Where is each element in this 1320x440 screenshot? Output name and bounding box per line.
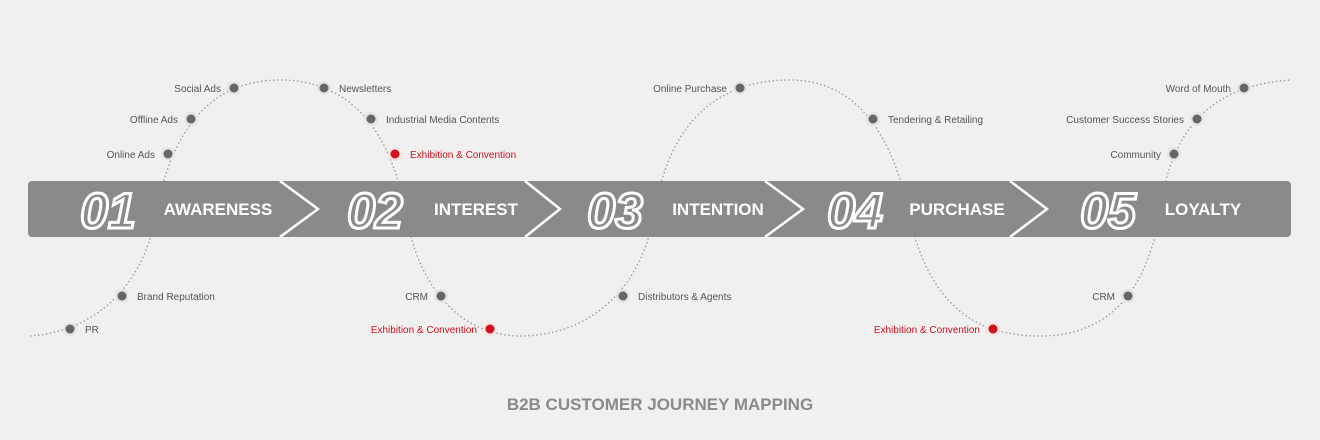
touchpoint-dot-icon: [618, 291, 628, 301]
touchpoint-dot-icon: [186, 114, 196, 124]
touchpoint-dot-icon: [1123, 291, 1133, 301]
touchpoint: Offline Ads: [130, 112, 198, 126]
touchpoint-label: Customer Success Stories: [1066, 115, 1184, 126]
stage-awareness: 01 AWARENESS: [79, 182, 273, 241]
touchpoint-label: Newsletters: [339, 84, 391, 95]
touchpoint-dot-icon: [117, 291, 127, 301]
touchpoint: Social Ads: [174, 81, 241, 95]
stage-label: AWARENESS: [164, 200, 273, 219]
stage-loyalty: 05 LOYALTY: [1079, 182, 1242, 241]
touchpoint: Exhibition & Convention: [874, 322, 1000, 336]
stage-number: 03: [587, 183, 643, 239]
touchpoint-label: Word of Mouth: [1166, 84, 1231, 95]
touchpoint-label: Social Ads: [174, 84, 221, 95]
touchpoint-dot-icon: [485, 324, 495, 334]
stage-number: 02: [347, 183, 403, 239]
stage-label: INTEREST: [434, 200, 519, 219]
touchpoint: Exhibition & Convention: [388, 147, 516, 161]
touchpoint-label: CRM: [405, 292, 428, 303]
journey-curve: [29, 79, 1291, 337]
touchpoint: Word of Mouth: [1166, 81, 1251, 95]
touchpoint: Online Ads: [107, 147, 175, 161]
touchpoint-dot-icon: [319, 83, 329, 93]
touchpoint-dot-icon: [390, 149, 400, 159]
touchpoint: Exhibition & Convention: [371, 322, 497, 336]
touchpoint-label: Tendering & Retailing: [888, 115, 983, 126]
touchpoint-dot-icon: [1169, 149, 1179, 159]
touchpoint-label: Offline Ads: [130, 115, 178, 126]
touchpoint-label: Distributors & Agents: [638, 292, 731, 303]
touchpoint-label: CRM: [1092, 292, 1115, 303]
touchpoint-dot-icon: [735, 83, 745, 93]
touchpoint: Brand Reputation: [115, 289, 215, 303]
stage-purchase: 04 PURCHASE: [826, 182, 1005, 241]
touchpoint-dot-icon: [988, 324, 998, 334]
touchpoint-dot-icon: [229, 83, 239, 93]
touchpoint-label: PR: [85, 325, 99, 336]
touchpoint: Newsletters: [317, 81, 391, 95]
touchpoint: Customer Success Stories: [1066, 112, 1204, 126]
touchpoint-label: Online Ads: [107, 150, 155, 161]
touchpoint-dot-icon: [1239, 83, 1249, 93]
stage-label: PURCHASE: [909, 200, 1004, 219]
touchpoint-label: Exhibition & Convention: [371, 325, 477, 336]
touchpoint: Community: [1110, 147, 1181, 161]
touchpoint: CRM: [1092, 289, 1135, 303]
touchpoint: Online Purchase: [653, 81, 747, 95]
touchpoint-label: Exhibition & Convention: [874, 325, 980, 336]
stage-number: 04: [827, 183, 883, 239]
touchpoint-dot-icon: [1192, 114, 1202, 124]
touchpoint: Industrial Media Contents: [364, 112, 499, 126]
touchpoint: Distributors & Agents: [616, 289, 731, 303]
touchpoint: CRM: [405, 289, 448, 303]
touchpoint-dot-icon: [163, 149, 173, 159]
stage-label: LOYALTY: [1165, 200, 1242, 219]
stage-number: 01: [80, 183, 136, 239]
stage-interest: 02 INTEREST: [346, 182, 519, 241]
touchpoint-dot-icon: [868, 114, 878, 124]
touchpoint-dot-icon: [436, 291, 446, 301]
journey-banner: [28, 179, 1291, 239]
touchpoint-label: Brand Reputation: [137, 292, 215, 303]
touchpoint-dot-icon: [65, 324, 75, 334]
touchpoint: Tendering & Retailing: [866, 112, 983, 126]
touchpoint-label: Industrial Media Contents: [386, 115, 499, 126]
touchpoint: PR: [63, 322, 99, 336]
stage-intention: 03 INTENTION: [586, 182, 764, 241]
touchpoint-label: Online Purchase: [653, 84, 727, 95]
touchpoint-dot-icon: [366, 114, 376, 124]
touchpoint-label: Exhibition & Convention: [410, 150, 516, 161]
diagram-title: B2B CUSTOMER JOURNEY MAPPING: [507, 395, 813, 414]
stage-label: INTENTION: [672, 200, 764, 219]
touchpoint-label: Community: [1110, 150, 1161, 161]
stage-number: 05: [1080, 183, 1137, 239]
